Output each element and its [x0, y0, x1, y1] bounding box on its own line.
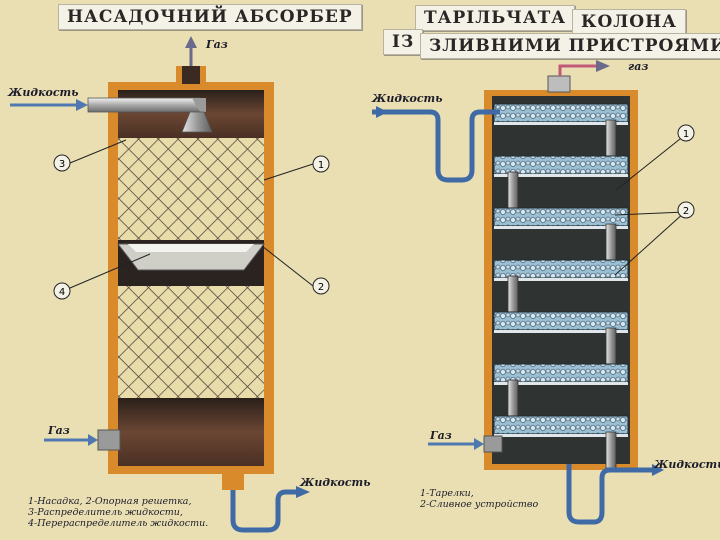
packing-upper [118, 138, 264, 240]
tray-column: 1 2 [372, 60, 695, 525]
left-legend: 1-Насадка, 2-Опорная решетка, 3-Распреде… [28, 496, 208, 529]
right-legend-line-1: 1-Тарелки, [420, 488, 474, 499]
tray [493, 311, 629, 331]
tray [493, 103, 629, 123]
callout-2 [312, 277, 330, 295]
callout-2-right [677, 201, 695, 219]
gas-inlet-nozzle [97, 429, 121, 451]
left-liquid-in-label: Жидкость [8, 86, 79, 99]
svg-text:1: 1 [683, 129, 689, 140]
callout-3 [53, 154, 71, 172]
downcomer [507, 275, 519, 313]
gas-outlet-arrow-right [558, 64, 596, 76]
tray-plate [494, 278, 628, 281]
downcomer [605, 119, 617, 157]
downcomer [507, 379, 519, 417]
downcomer [605, 327, 617, 365]
tray-plate [494, 226, 628, 229]
left-legend-line-3: 4-Перераспределитель жидкости. [28, 518, 209, 529]
svg-text:1: 1 [318, 160, 324, 171]
liquid-outlet-pipe [230, 489, 296, 533]
svg-text:2: 2 [683, 206, 689, 217]
right-gas-in-label: Газ [430, 429, 452, 442]
left-gas-top-label: Газ [206, 38, 228, 51]
downcomer [507, 171, 519, 209]
packed-absorber: 3 1 2 4 [10, 36, 330, 533]
callout-1 [312, 155, 330, 173]
svg-text:2: 2 [318, 282, 324, 293]
liquid-outlet-arrow [296, 486, 310, 498]
left-legend-line-2: 3-Распределитель жидкости, [28, 507, 183, 518]
right-title-part-4: ЗЛИВНИМИ ПРИСТРОЯМИ [420, 33, 720, 59]
tray-plate [494, 330, 628, 333]
left-legend-line-1: 1-Насадка, 2-Опорная решетка, [28, 496, 192, 507]
left-gas-in-label: Газ [48, 424, 70, 437]
liquid-inlet-pipe-right [372, 109, 500, 183]
right-liquid-out-label: Жидкость [654, 458, 720, 471]
liquid-distributor-pipe [87, 97, 201, 113]
bottom-chamber [118, 398, 264, 466]
tray-plate [494, 434, 628, 437]
right-legend: 1-Тарелки, 2-Сливное устройство [420, 488, 538, 510]
downcomer [605, 223, 617, 261]
tray [493, 207, 629, 227]
tray-plate [494, 122, 628, 125]
right-title-part-2: КОЛОНА [572, 9, 687, 35]
callout-4 [53, 282, 71, 300]
gas-inlet-nozzle-right [483, 435, 503, 453]
right-gas-top-label: газ [628, 60, 649, 73]
liquid-outlet-pipe-right [566, 464, 652, 525]
right-legend-line-2: 2-Сливное устройство [420, 499, 539, 510]
left-title: НАСАДОЧНИЙ АБСОРБЕР [58, 4, 362, 30]
svg-text:4: 4 [59, 287, 65, 298]
downcomer [605, 431, 617, 469]
right-title-part-1: ТАРІЛЬЧАТА [415, 5, 576, 31]
tray [493, 155, 629, 175]
tray [493, 415, 629, 435]
right-liquid-in-label: Жидкость [372, 92, 443, 105]
liquid-spray-head [181, 111, 213, 133]
packing-lower [118, 286, 264, 398]
tray-plate [494, 382, 628, 385]
left-liquid-out-label: Жидкость [300, 476, 371, 489]
tray-plate [494, 174, 628, 177]
callout-1-right [677, 124, 695, 142]
trays [493, 103, 629, 469]
tray [493, 259, 629, 279]
svg-text:3: 3 [59, 159, 65, 170]
tray [493, 363, 629, 383]
